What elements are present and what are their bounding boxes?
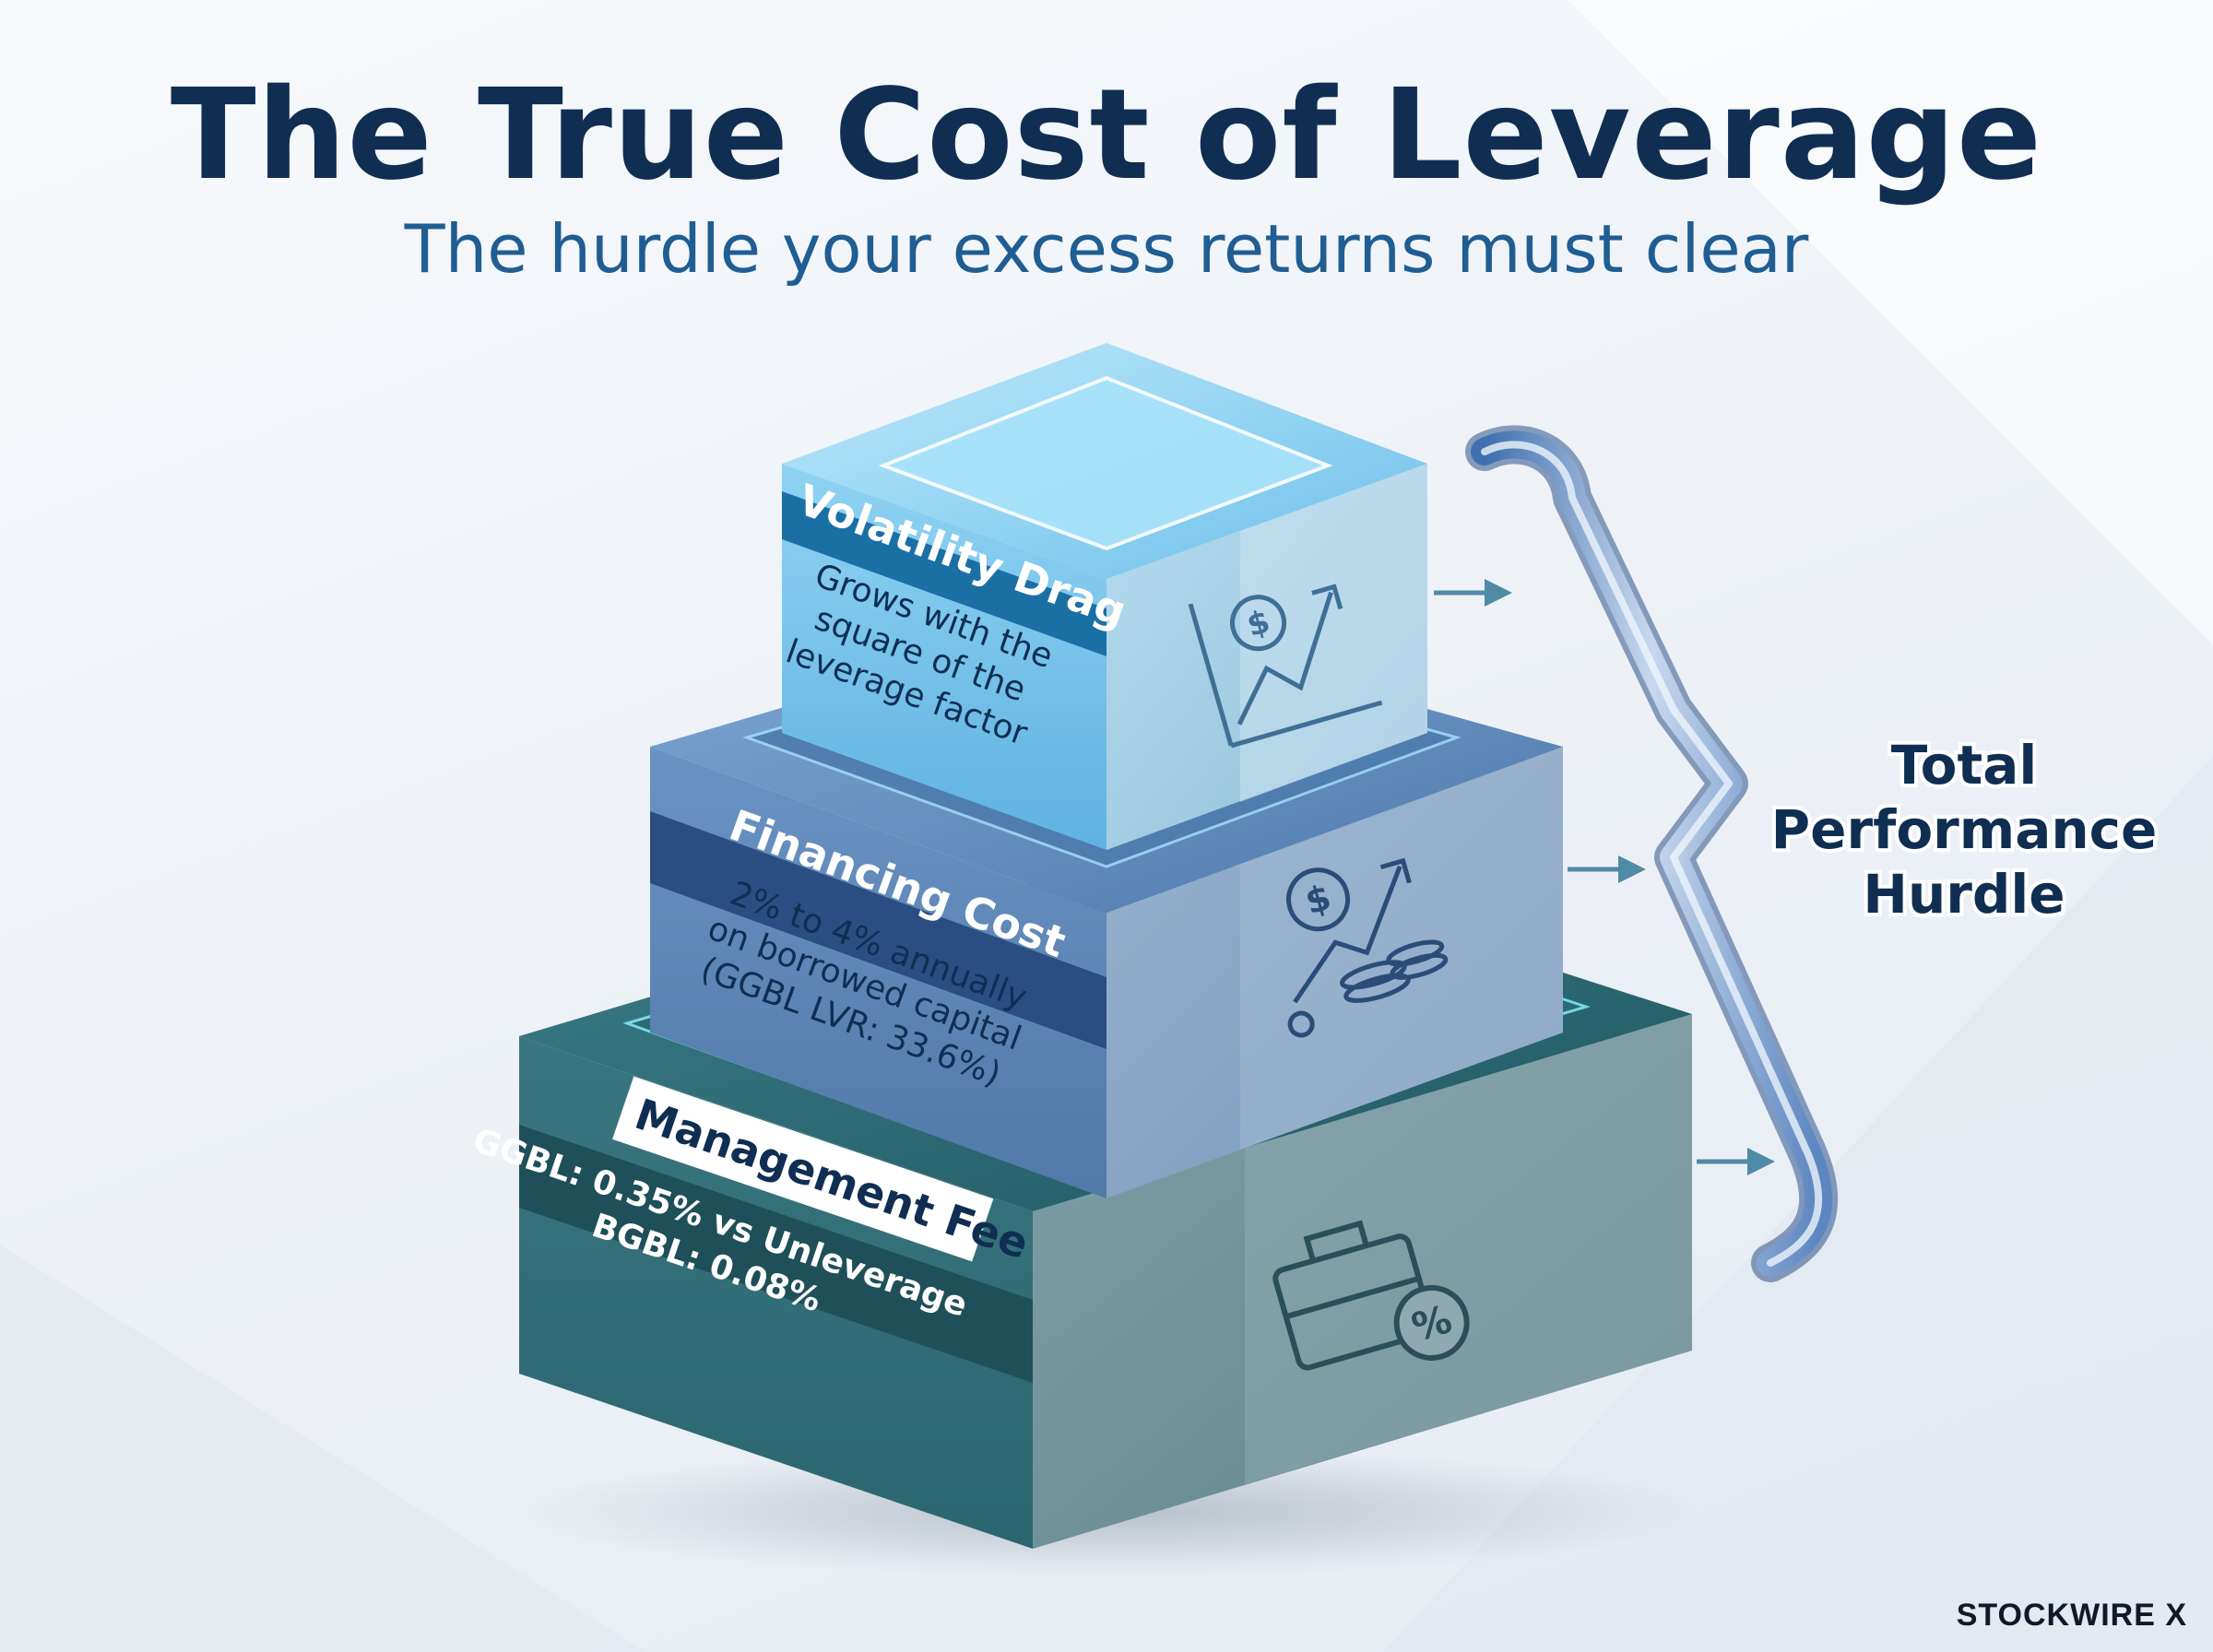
hurdle-label-line-2: Performance	[1771, 798, 2158, 861]
page-subtitle: The hurdle your excess returns must clea…	[404, 210, 1809, 288]
coins-growth-icon: $	[1286, 857, 1449, 1038]
growth-chart-squared-icon: $	[1188, 584, 1383, 749]
hurdle-label-line-3: Hurdle	[1863, 863, 2065, 926]
volatility-drag-layer: $	[782, 343, 1427, 850]
arrow-volatility-icon	[1434, 579, 1512, 607]
arrow-financing-icon	[1568, 856, 1646, 883]
hurdle-label-line-1: Total	[1891, 734, 2037, 796]
hurdle-bracket-icon	[1465, 425, 1839, 1282]
briefcase-percent-icon: %	[1272, 1220, 1470, 1371]
hurdle-label: Total Performance Hurdle	[1768, 730, 2161, 929]
page-title: The True Cost of Leverage	[170, 63, 2043, 208]
arrow-management-icon	[1697, 1148, 1775, 1175]
brand-logo: STOCKWIRE X	[1956, 1598, 2187, 1633]
